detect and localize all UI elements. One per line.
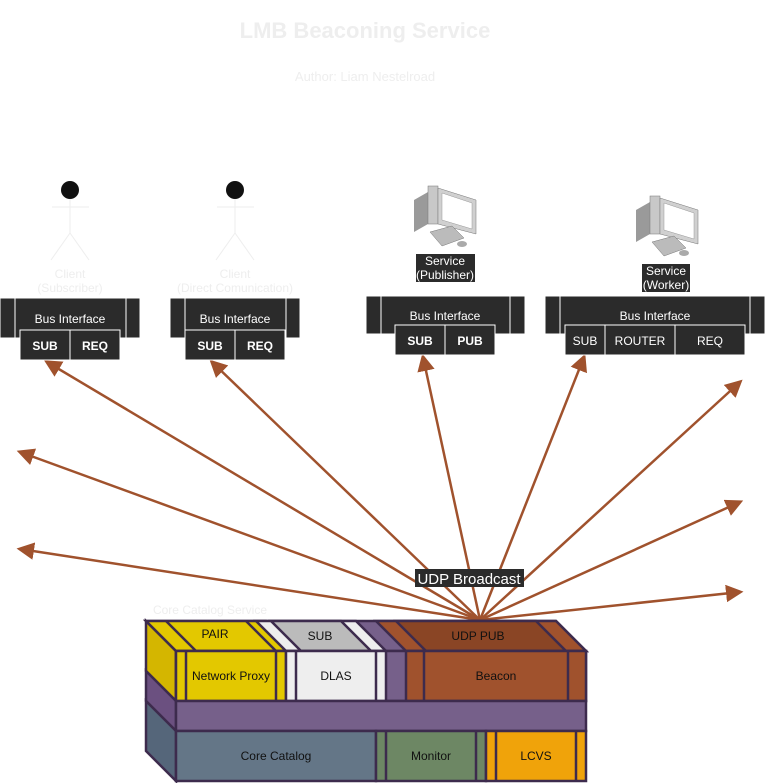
- core-catalog-service: Core Catalog Service: [142, 603, 590, 783]
- socket-sub: [394, 324, 446, 356]
- beacon-label: Beacon: [476, 669, 517, 683]
- arrow-right-3: [479, 584, 744, 622]
- actor-client-direct: Client (Direct Comunication) Bus Interfa…: [169, 181, 301, 361]
- person-icon: [226, 181, 244, 199]
- socket-req: [234, 329, 286, 361]
- socket-udp-pub-label: UDP PUB: [451, 629, 504, 643]
- computer-icon: [636, 195, 699, 257]
- svg-text:SUB: SUB: [32, 339, 58, 353]
- arrow-to-client-subscriber: [43, 360, 481, 622]
- actor-label: Client: [220, 267, 251, 281]
- bus-interface-label: Bus Interface: [410, 309, 481, 323]
- socket-req: [674, 324, 746, 356]
- bus-interface-label: Bus Interface: [200, 312, 271, 326]
- socket-sub: [19, 329, 71, 361]
- socket-sub-label: SUB: [308, 629, 333, 643]
- actor-sublabel: (Worker): [643, 278, 689, 292]
- dlas-label: DLAS: [320, 669, 351, 683]
- actor-sublabel: (Direct Comunication): [177, 281, 293, 295]
- person-icon: [61, 181, 79, 199]
- monitor-label: Monitor: [411, 749, 451, 763]
- socket-pair-label: PAIR: [201, 627, 228, 641]
- socket-req: [69, 329, 121, 361]
- broadcast-arrows: [16, 353, 744, 622]
- svg-text:SUB: SUB: [573, 334, 598, 348]
- svg-text:PUB: PUB: [457, 334, 483, 348]
- svg-text:SUB: SUB: [407, 334, 433, 348]
- actor-service-publisher: Service (Publisher) Bus Interface SUB PU…: [365, 185, 526, 356]
- socket-pub: [444, 324, 496, 356]
- udp-broadcast-label: UDP Broadcast: [417, 571, 521, 588]
- computer-icon: [414, 185, 477, 247]
- network-proxy-label: Network Proxy: [192, 669, 270, 683]
- actor-service-worker: Service (Worker) Bus Interface SUB ROUTE…: [544, 195, 766, 356]
- svg-text:REQ: REQ: [247, 339, 273, 353]
- actor-label: Client: [55, 267, 86, 281]
- actor-label: Service: [425, 254, 465, 268]
- actor-sublabel: (Subscriber): [37, 281, 102, 295]
- core-service-label: Core Catalog Service: [153, 603, 267, 617]
- socket-sub: [184, 329, 236, 361]
- core-catalog-label: Core Catalog: [241, 749, 312, 763]
- actor-label: Service: [646, 264, 686, 278]
- svg-text:REQ: REQ: [82, 339, 108, 353]
- actor-client-subscriber: Client (Subscriber) Bus Interface SUB RE…: [0, 181, 141, 361]
- svg-text:REQ: REQ: [697, 334, 723, 348]
- arrow-left-1: [16, 448, 481, 622]
- arrow-right-2: [479, 499, 744, 622]
- svg-text:SUB: SUB: [197, 339, 223, 353]
- lcvs-label: LCVS: [520, 749, 551, 763]
- bus-interface-label: Bus Interface: [620, 309, 691, 323]
- actor-sublabel: (Publisher): [416, 268, 474, 282]
- page-title: LMB Beaconing Service: [240, 18, 491, 43]
- svg-text:ROUTER: ROUTER: [615, 334, 666, 348]
- arrow-left-2: [16, 542, 481, 622]
- author-label: Author: Liam Nestelroad: [295, 69, 435, 84]
- bus-interface-label: Bus Interface: [35, 312, 106, 326]
